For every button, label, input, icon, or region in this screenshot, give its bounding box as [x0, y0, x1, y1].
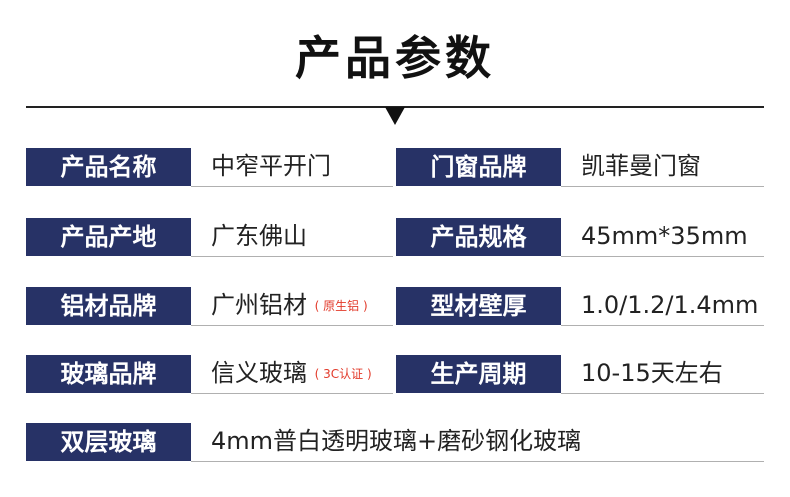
row-underline: [191, 186, 393, 187]
page-title: 产品参数: [295, 31, 495, 85]
spec-label-wall-thickness: 型材壁厚: [396, 287, 561, 325]
spec-label-origin: 产品产地: [26, 218, 191, 256]
spec-label-product-name: 产品名称: [26, 148, 191, 186]
glass-note: ( 3C认证 ): [314, 367, 372, 381]
row-underline: [561, 325, 764, 326]
row-underline: [191, 461, 764, 462]
spec-value-glass-brand: 信义玻璃 ( 3C认证 ): [191, 355, 393, 393]
spec-label-double-glass: 双层玻璃: [26, 423, 191, 461]
spec-label-brand: 门窗品牌: [396, 148, 561, 186]
glass-brand-text: 信义玻璃: [211, 359, 307, 387]
spec-value-size: 45mm*35mm: [581, 222, 748, 250]
row-underline: [561, 256, 764, 257]
down-arrow-icon: [385, 107, 405, 125]
row-underline: [561, 186, 764, 187]
row-underline: [191, 325, 393, 326]
row-underline: [561, 393, 764, 394]
spec-label-aluminum-brand: 铝材品牌: [26, 287, 191, 325]
aluminum-brand-text: 广州铝材: [211, 291, 307, 319]
spec-value-double-glass: 4mm普白透明玻璃+磨砂钢化玻璃: [211, 427, 582, 455]
row-underline: [191, 393, 393, 394]
spec-label-glass-brand: 玻璃品牌: [26, 355, 191, 393]
aluminum-note: ( 原生铝 ): [314, 299, 368, 313]
spec-value-production-cycle: 10-15天左右: [581, 359, 723, 387]
spec-label-production-cycle: 生产周期: [396, 355, 561, 393]
spec-value-origin: 广东佛山: [211, 222, 307, 250]
spec-value-brand: 凯菲曼门窗: [581, 152, 701, 180]
row-underline: [191, 256, 393, 257]
spec-label-size: 产品规格: [396, 218, 561, 256]
spec-value-aluminum-brand: 广州铝材 ( 原生铝 ): [191, 287, 393, 325]
spec-value-product-name: 中窄平开门: [211, 152, 331, 180]
spec-value-wall-thickness: 1.0/1.2/1.4mm: [581, 291, 759, 319]
